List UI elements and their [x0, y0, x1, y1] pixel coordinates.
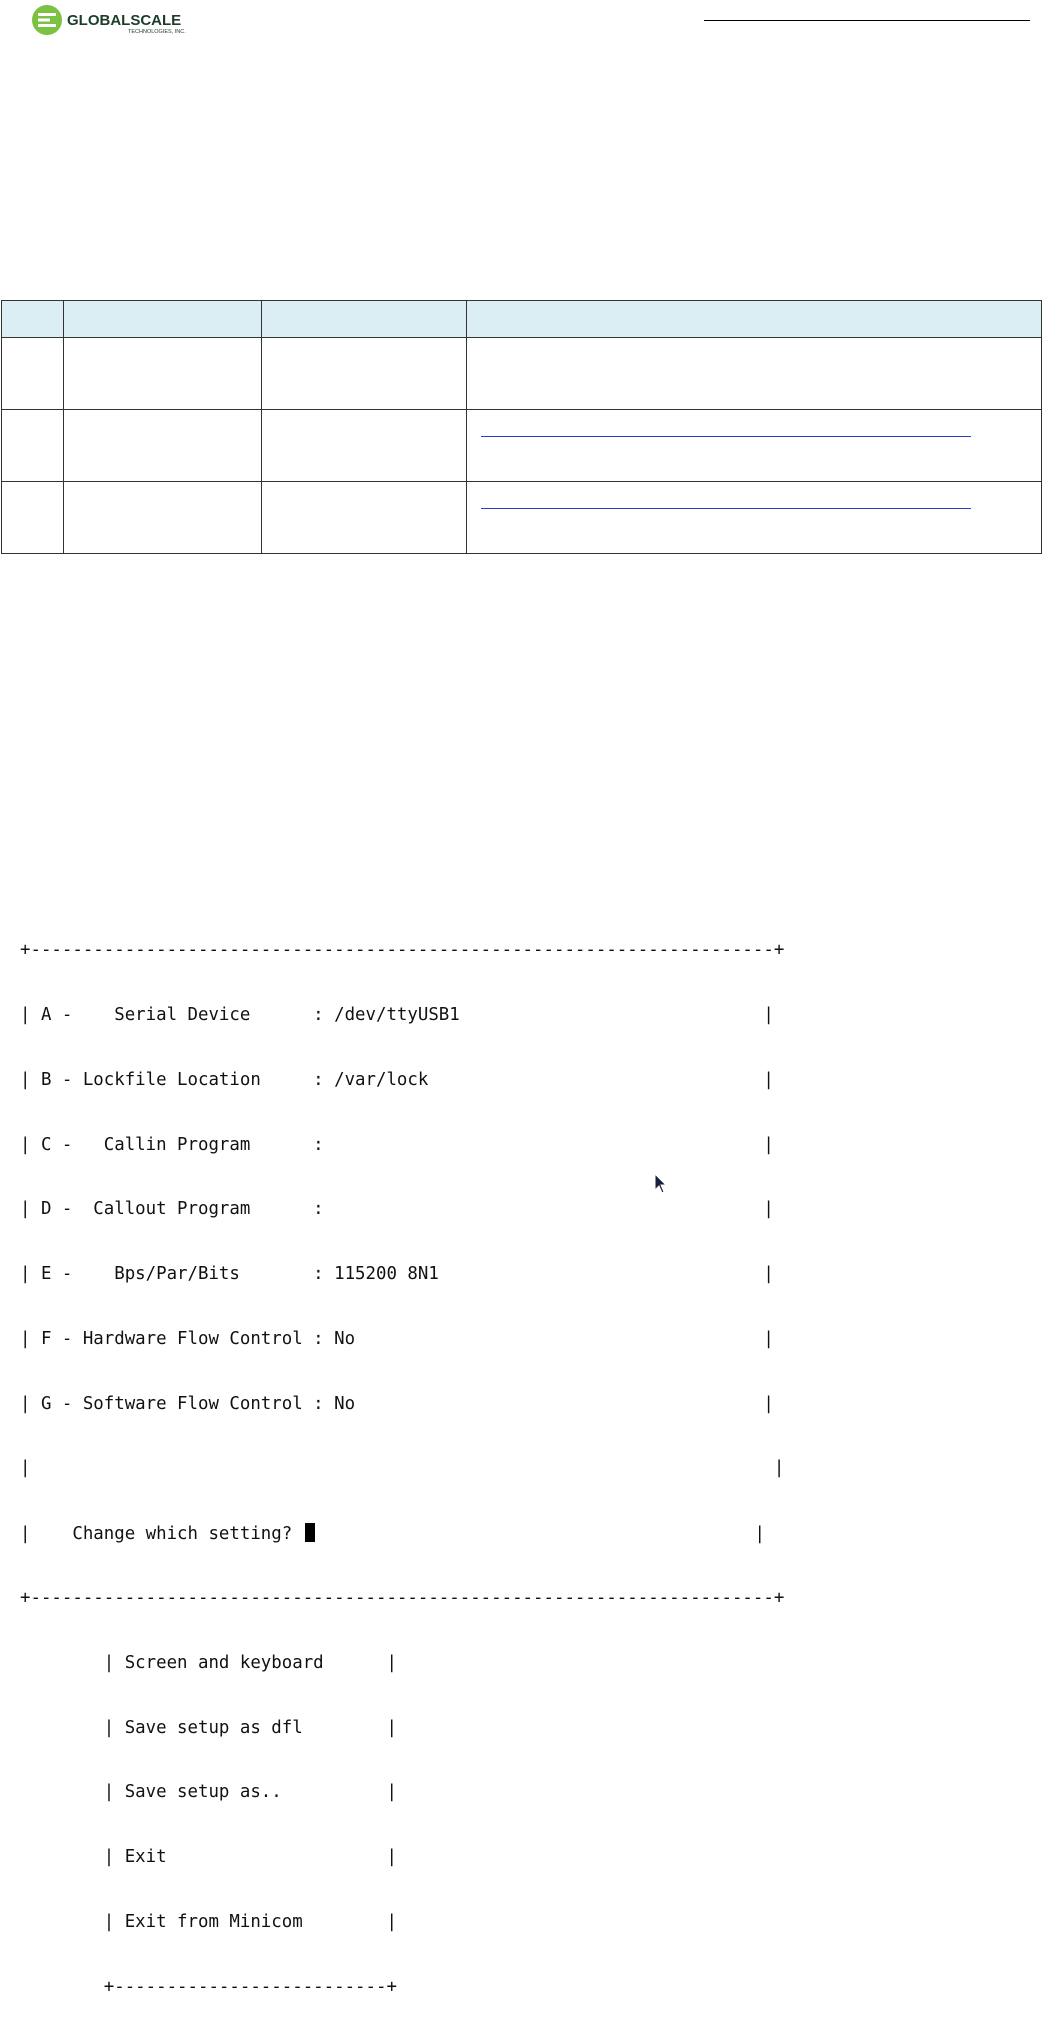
- table-header-cell: [63, 300, 262, 338]
- terminal-border-top: +---------------------------------------…: [20, 940, 785, 961]
- menu-item-screen-and-keyboard[interactable]: | Screen and keyboard |: [20, 1652, 397, 1673]
- menu-item-save-setup-dfl[interactable]: | Save setup as dfl |: [20, 1717, 397, 1738]
- document-table: [1, 300, 1042, 554]
- terminal-border-bottom: +---------------------------------------…: [20, 1588, 785, 1608]
- menu-item-exit-from-minicom[interactable]: | Exit from Minicom |: [20, 1911, 397, 1932]
- setting-callout-program: | D - Callout Program : |: [20, 1199, 774, 1220]
- minicom-terminal: +---------------------------------------…: [20, 897, 784, 2020]
- table-header-row: [1, 300, 1042, 338]
- table-cell: [63, 481, 262, 554]
- table-row: [1, 337, 1042, 410]
- setting-hardware-flow-control: | F - Hardware Flow Control : No |: [20, 1328, 774, 1349]
- terminal-blank-line: | |: [20, 1458, 785, 1479]
- menu-item-exit[interactable]: | Exit |: [20, 1847, 397, 1868]
- menu-item-save-setup-as[interactable]: | Save setup as.. |: [20, 1782, 397, 1803]
- company-logo: GLOBALSCALE TECHNOLOGIES, INC.: [30, 3, 230, 37]
- prompt-line[interactable]: | Change which setting? |: [20, 1523, 784, 1545]
- prompt-text: | Change which setting?: [20, 1524, 303, 1545]
- setting-bps-par-bits: | E - Bps/Par/Bits : 115200 8N1 |: [20, 1264, 774, 1285]
- logo-subtitle: TECHNOLOGIES, INC.: [128, 29, 186, 35]
- table-cell: [63, 337, 262, 410]
- table-header-cell: [261, 300, 467, 338]
- table-cell: [466, 337, 1042, 410]
- logo-name: GLOBALSCALE: [67, 12, 181, 29]
- table-header-cell: [1, 300, 64, 338]
- mouse-pointer-icon: [654, 1172, 668, 1195]
- table-cell: [261, 337, 467, 410]
- table-cell-link[interactable]: [466, 481, 1042, 554]
- prompt-tail: |: [314, 1524, 765, 1545]
- text-cursor: [304, 1523, 315, 1543]
- setting-serial-device: | A - Serial Device : /dev/ttyUSB1 |: [20, 1004, 774, 1025]
- setting-software-flow-control: | G - Software Flow Control : No |: [20, 1393, 774, 1414]
- menu-border-bottom: +--------------------------+: [20, 1976, 397, 1997]
- table-row: [1, 409, 1042, 482]
- setting-lockfile-location: | B - Lockfile Location : /var/lock |: [20, 1069, 774, 1090]
- table-cell: [261, 481, 467, 554]
- table-cell: [261, 409, 467, 482]
- table-cell: [63, 409, 262, 482]
- hyperlink-underline[interactable]: [481, 436, 971, 437]
- setting-callin-program: | C - Callin Program : |: [20, 1134, 774, 1155]
- table-cell: [1, 337, 64, 410]
- hyperlink-underline[interactable]: [481, 508, 971, 509]
- table-cell: [1, 409, 64, 482]
- table-header-cell: [466, 300, 1042, 338]
- table-row: [1, 481, 1042, 554]
- table-cell-link[interactable]: [466, 409, 1042, 482]
- table-cell: [1, 481, 64, 554]
- header-rule: [704, 20, 1030, 21]
